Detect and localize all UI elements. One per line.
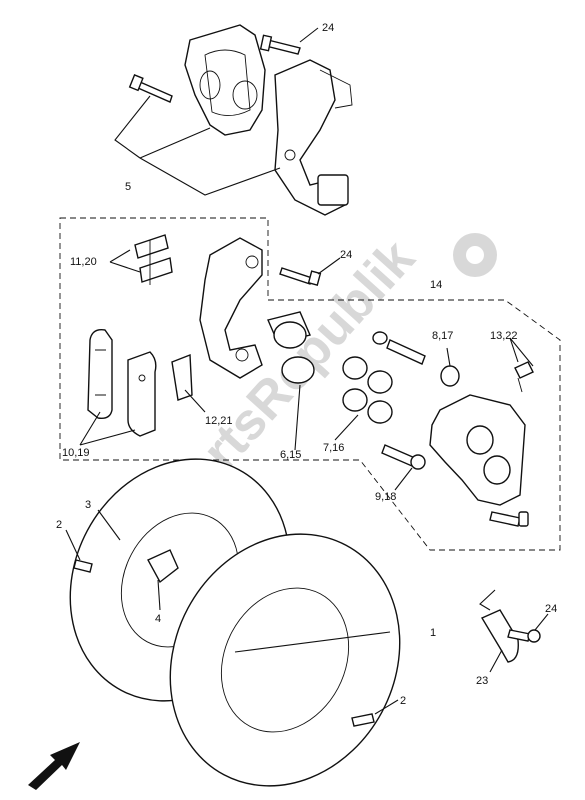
bolt-5 [128, 74, 173, 103]
leader-5 [114, 95, 281, 196]
callout-5: 5 [125, 181, 131, 193]
callout-24-mid: 24 [340, 249, 352, 261]
bolt-24-top [259, 34, 301, 55]
bolt-24-bottom [507, 629, 541, 643]
callout-24-top: 24 [322, 22, 334, 34]
pistons [267, 311, 315, 384]
leader-8-17 [446, 347, 451, 367]
pin-9-18 [381, 444, 426, 470]
bleed-pin [386, 339, 426, 365]
leader-24-mid [317, 257, 341, 275]
callout-1: 1 [430, 627, 436, 639]
callout-7-16: 7,16 [323, 442, 344, 454]
leader-6-15 [294, 384, 301, 451]
gear-icon [453, 233, 497, 277]
leader-2-bottom [374, 699, 399, 715]
pad-shim [171, 353, 193, 401]
leader-2-left [65, 529, 81, 561]
callout-23: 23 [476, 675, 488, 687]
callout-10-19: 10,19 [62, 447, 90, 459]
leader-hose-bracket [479, 589, 496, 611]
leader-24-bottom [534, 613, 549, 631]
support-bracket [199, 237, 263, 379]
brake-pad-right [127, 351, 157, 437]
callout-8-17: 8,17 [432, 330, 453, 342]
leader-10-19 [79, 411, 136, 446]
brake-pad-left [87, 329, 113, 420]
leader-13-22 [509, 337, 534, 367]
callout-2-bottom: 2 [400, 695, 406, 707]
callout-3: 3 [85, 499, 91, 511]
leader-3 [97, 509, 121, 541]
callout-12-21: 12,21 [205, 415, 233, 427]
callout-11-20: 11,20 [70, 256, 97, 268]
seal-washer [372, 331, 388, 345]
callout-24-bottom: 24 [545, 603, 557, 615]
callout-2-left: 2 [56, 519, 62, 531]
caliper-bolt-right [489, 511, 529, 527]
callout-9-18: 9,18 [375, 491, 396, 503]
hose-bracket-23 [480, 609, 519, 663]
piston-seals [342, 356, 393, 424]
leader-7-16 [334, 414, 359, 441]
arrow-icon [28, 742, 80, 790]
bolt-2-left [73, 559, 93, 573]
bolt-2-bottom [351, 713, 375, 727]
assembly-boundary [59, 217, 561, 551]
callout-13-22: 13,22 [490, 330, 518, 342]
callout-4: 4 [155, 613, 161, 625]
leader-4 [157, 579, 161, 611]
leader-9-18 [394, 467, 413, 491]
caliper-body [429, 394, 526, 506]
bleed-screw [514, 361, 534, 393]
leader-1 [234, 631, 391, 653]
leader-12-21 [184, 389, 206, 413]
bush-8-17 [440, 365, 460, 387]
leader-24-top [299, 27, 319, 43]
leader-11-20 [109, 249, 141, 273]
pad-spring-clips [134, 234, 173, 285]
callout-14: 14 [430, 279, 442, 291]
hub-spacer-4 [147, 549, 179, 584]
leader-23 [489, 649, 503, 673]
callout-6-15: 6,15 [280, 449, 301, 461]
bolt-24-mid [279, 267, 322, 286]
caliper-assembly-top [184, 24, 353, 216]
brake-disc-front [169, 533, 401, 787]
